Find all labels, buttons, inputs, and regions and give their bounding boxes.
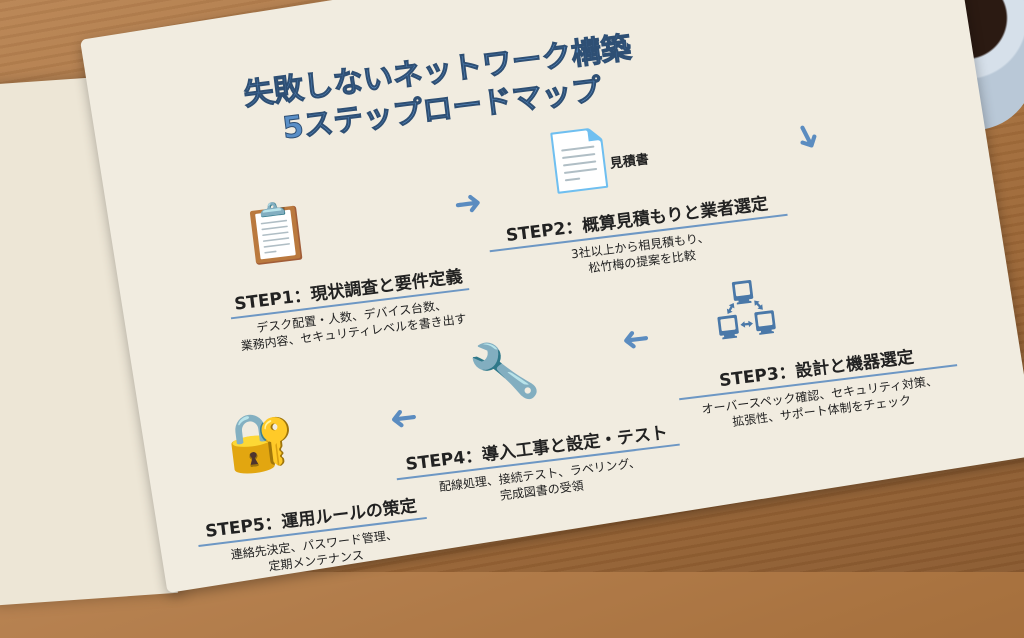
arrow-right-icon: ➜ bbox=[451, 181, 485, 226]
step-5: STEP5：運用ルールの策定 連絡先決定、パスワード管理、 定期メンテナンス bbox=[195, 490, 431, 583]
arrow-left-icon: ➜ bbox=[387, 396, 421, 440]
arrow-left-icon: ➜ bbox=[619, 317, 653, 361]
arrow-down-icon: ➜ bbox=[783, 114, 832, 159]
step-1: STEP1：現状調査と要件定義 デスク配置・人数、デバイス台数、 業務内容、セキ… bbox=[227, 261, 474, 355]
key-lock-shield-icon: 🔐 bbox=[222, 405, 300, 479]
router-network-icon: 🖧 bbox=[710, 276, 781, 349]
estimate-documents-icon: 📄 bbox=[540, 124, 618, 198]
wrench-wifi-icon: 🔧 bbox=[465, 335, 543, 409]
step-4: STEP4：導入工事と設定・テスト 配線処理、接続テスト、ラベリング、 完成図書… bbox=[393, 416, 684, 516]
estimate-doc-label: 見積書 bbox=[609, 152, 650, 172]
clipboard-floorplan-icon: 📋 bbox=[237, 197, 315, 271]
step-2: STEP2：概算見積もりと業者選定 3社以上から相見積もり、 松竹梅の提案を比較 bbox=[486, 186, 792, 288]
step-3: STEP3：設計と機器選定 オーバースペック確認、セキュリティ対策、 拡張性、サ… bbox=[675, 337, 962, 436]
